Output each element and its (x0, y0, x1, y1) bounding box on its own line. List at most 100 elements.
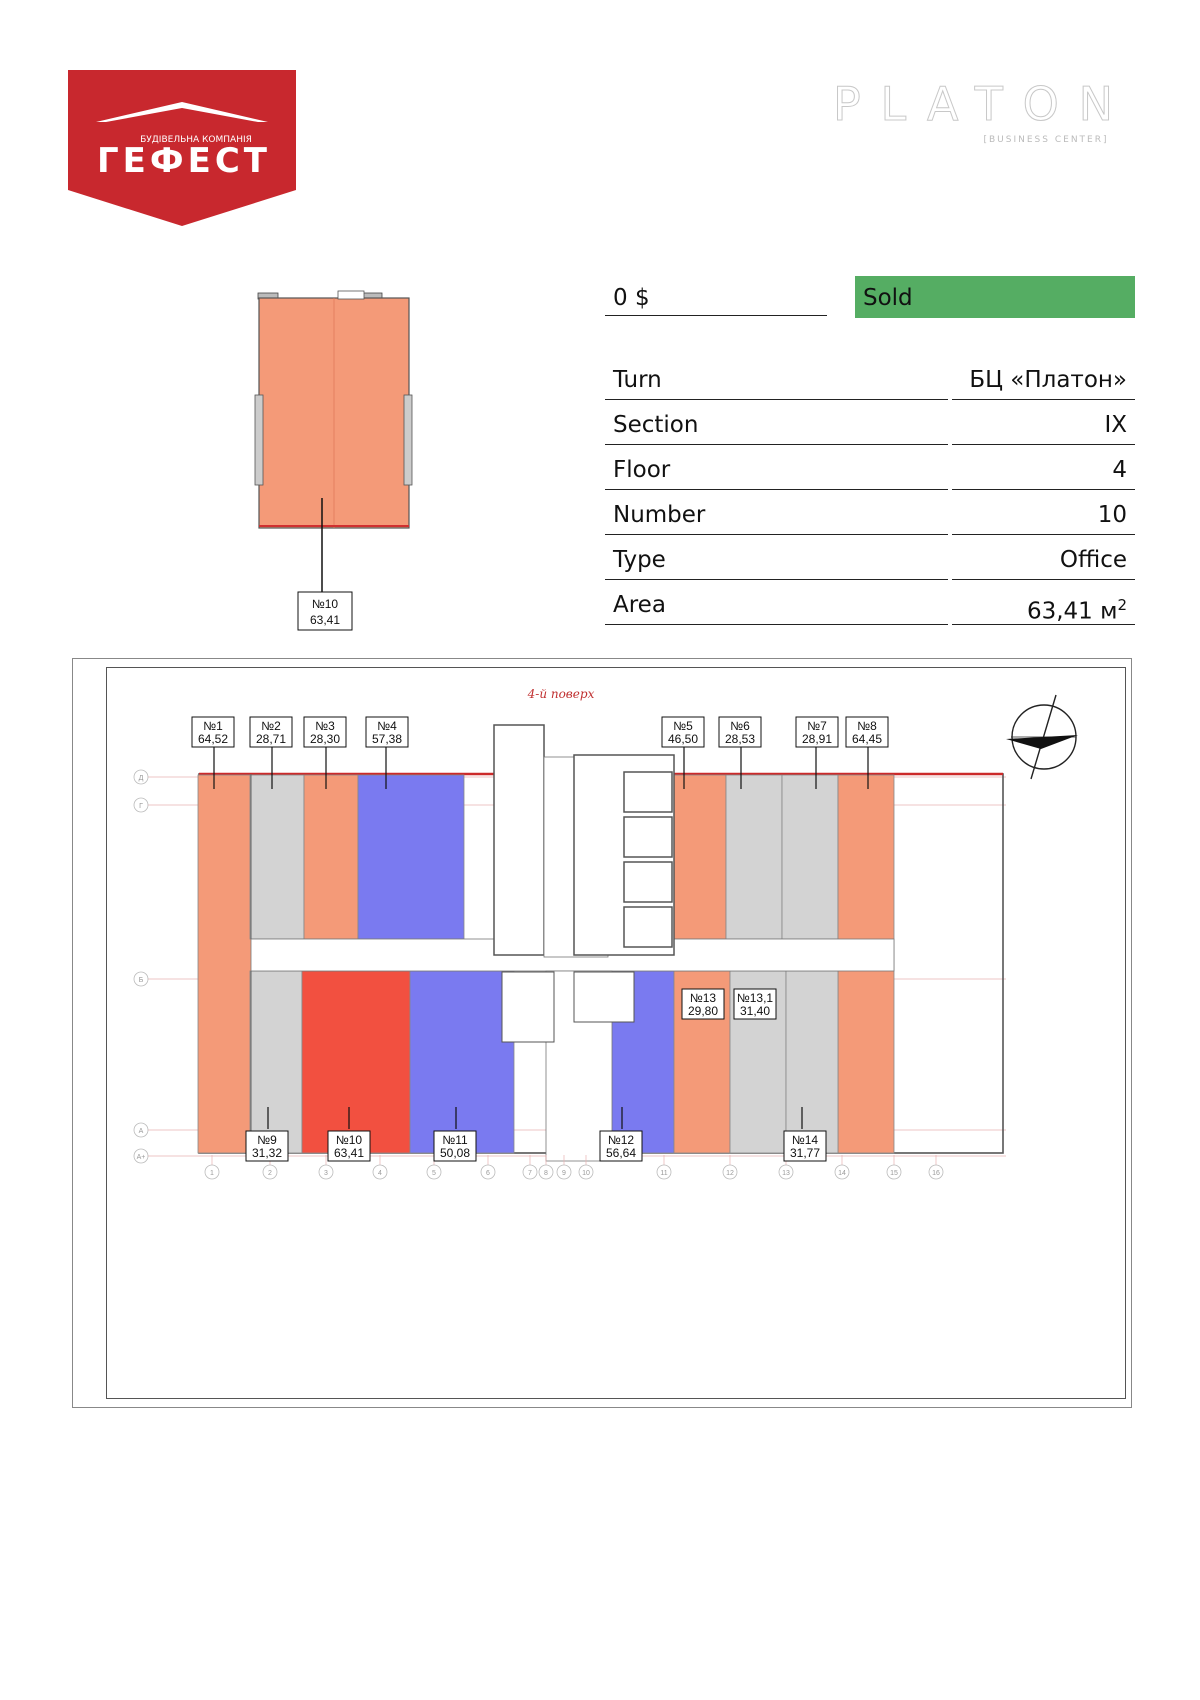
axis-row-label: Д (139, 775, 144, 782)
unit-label-13-1: №13,131,40 (733, 988, 777, 1020)
floor-plan-inner-frame (106, 667, 1126, 1399)
unit-area-value: 64,52 (198, 732, 228, 746)
brand-tagline: [BUSINESS CENTER] (984, 135, 1109, 145)
compass-icon (1006, 694, 1078, 780)
axis-column-circle (834, 1164, 850, 1180)
axis-column-label: 8 (544, 1170, 548, 1177)
unit-number: №6 (730, 719, 750, 733)
unit-area-14[interactable] (785, 970, 839, 1154)
unit-label-box (733, 988, 777, 1020)
area-value-text: 63,41 м (1026, 598, 1118, 625)
info-label-section: Section (605, 403, 948, 445)
unit-area-value: 28,91 (802, 732, 832, 746)
info-value-number: 10 (952, 493, 1135, 535)
unit-area-value: 57,38 (372, 732, 402, 746)
info-value-section: IX (952, 403, 1135, 445)
brand-logo: PLATON [BUSINESS CENTER] (828, 77, 1128, 148)
unit-number: №14 (792, 1133, 819, 1147)
axis-column-circle (522, 1164, 538, 1180)
unit-area-2[interactable] (249, 774, 305, 940)
info-label-floor: Floor (605, 448, 948, 490)
logo-shield: БУДІВЕЛЬНА КОМПАНІЯ ГЕФЕСТ (68, 70, 296, 226)
axis-column-circle (928, 1164, 944, 1180)
axis-column-circle (480, 1164, 496, 1180)
unit-label-box (245, 1130, 289, 1162)
unit-number: №3 (315, 719, 335, 733)
unit-area-value: 31,77 (790, 1146, 820, 1160)
selected-unit-number: №10 (312, 597, 339, 611)
floor-plan-title: 4-й поверх (527, 687, 595, 701)
unit-area-6[interactable] (725, 774, 783, 940)
axis-column-label: 11 (660, 1170, 667, 1177)
unit-area-7[interactable] (781, 774, 839, 940)
unit-number: №13,1 (737, 991, 774, 1005)
selected-unit-area: 63,41 (310, 613, 340, 627)
unit-area-9[interactable] (249, 970, 303, 1154)
logo-subtitle: БУДІВЕЛЬНА КОМПАНІЯ (140, 135, 252, 145)
unit-label-box (303, 716, 347, 748)
axis-column-label: 1 (210, 1170, 214, 1177)
floor-plan-frame (72, 658, 1132, 1408)
unit-number: №5 (673, 719, 693, 733)
unit-area-value: 46,50 (668, 732, 698, 746)
axis-row-circle (133, 1122, 149, 1138)
unit-number: №13 (690, 991, 717, 1005)
unit-label-box (718, 716, 762, 748)
unit-area-4[interactable] (357, 774, 465, 940)
unit-area-3[interactable] (303, 774, 359, 940)
unit-number: №12 (608, 1133, 635, 1147)
price-field: 0 $ (605, 282, 827, 316)
axis-row-circle (133, 1148, 149, 1164)
unit-number: №11 (442, 1133, 468, 1147)
info-value-turn: БЦ «Платон» (952, 358, 1135, 400)
unit-label-box (599, 1130, 643, 1162)
unit-label-box (249, 716, 293, 748)
info-label-turn: Turn (605, 358, 948, 400)
unit-label-box (327, 1130, 371, 1162)
axis-column-circle (372, 1164, 388, 1180)
axis-row-label: А (139, 1128, 144, 1135)
area-unit-sup: 2 (1117, 596, 1127, 614)
unit-number: №10 (336, 1133, 363, 1147)
unit-number: №2 (261, 719, 281, 733)
unit-label-box (433, 1130, 477, 1162)
axis-row-label: Г (139, 803, 143, 810)
info-value-area: 63,41 м2 (952, 583, 1135, 625)
axis-row-label: А+ (137, 1154, 146, 1161)
axis-row-circle (133, 797, 149, 813)
unit-label-box (845, 716, 889, 748)
unit-label-box (661, 716, 705, 748)
axis-column-circle (204, 1164, 220, 1180)
axis-column-circle (318, 1164, 334, 1180)
unit-label-box (783, 1130, 827, 1162)
axis-column-label: 3 (324, 1170, 328, 1177)
unit-area-value: 64,45 (852, 732, 882, 746)
unit-area-10[interactable] (301, 970, 411, 1154)
axis-column-label: 14 (838, 1170, 846, 1177)
axis-column-label: 6 (486, 1170, 490, 1177)
unit-number: №9 (257, 1133, 277, 1147)
axis-column-label: 13 (782, 1170, 790, 1177)
unit-label-box (795, 716, 839, 748)
unit-number: №4 (377, 719, 397, 733)
axis-column-circle (578, 1164, 594, 1180)
unit-area-11[interactable] (409, 970, 515, 1154)
axis-column-circle (262, 1164, 278, 1180)
info-value-type: Office (952, 538, 1135, 580)
unit-number: №8 (857, 719, 877, 733)
unit-area-value: 31,32 (252, 1146, 282, 1160)
info-value-floor: 4 (952, 448, 1135, 490)
unit-label-box (191, 716, 235, 748)
